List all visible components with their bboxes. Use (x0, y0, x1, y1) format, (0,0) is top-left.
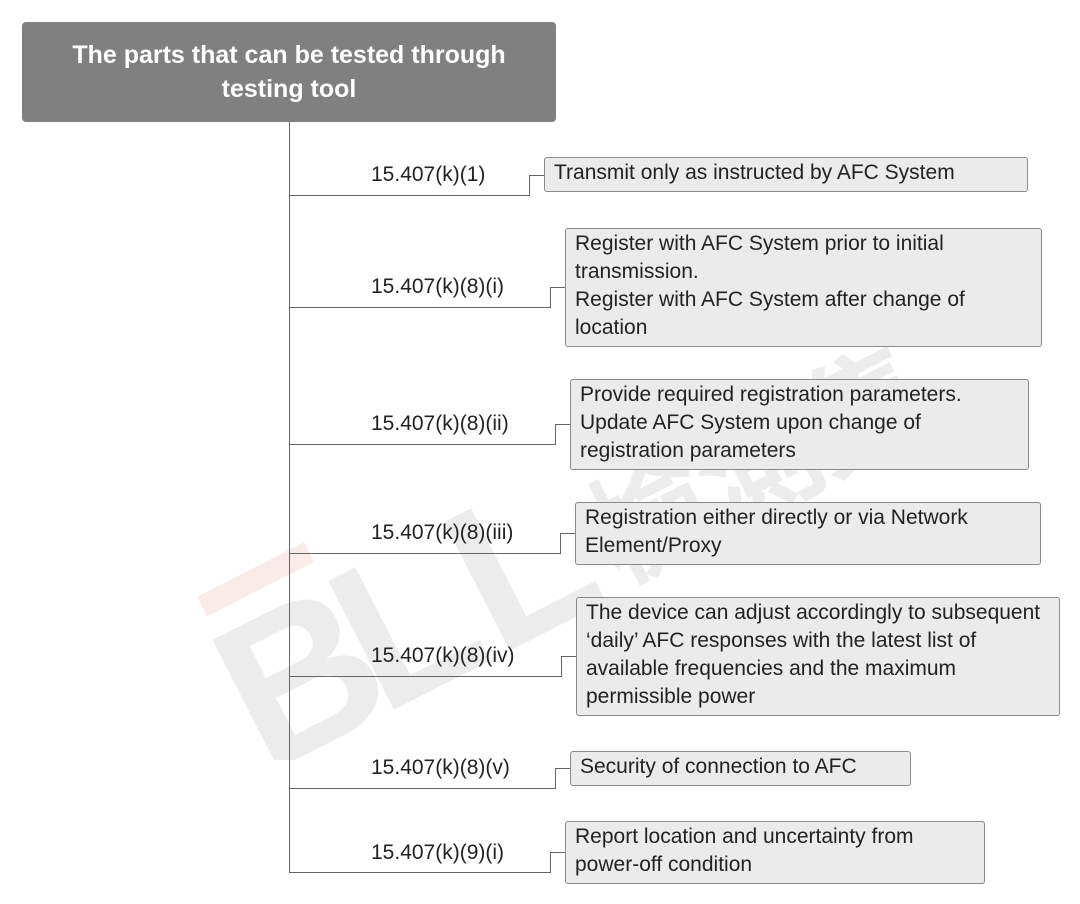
branch-line (289, 553, 561, 554)
branch-connector (529, 175, 530, 196)
branch-connector (555, 424, 556, 445)
branch-connector (550, 287, 565, 288)
branch-leaf: Security of connection to AFC (570, 751, 911, 786)
branch-code: 15.407(k)(8)(iv) (371, 644, 515, 667)
branch-leaf-text: Security of connection to AFC (580, 755, 857, 778)
branch-line (289, 676, 562, 677)
branch-connector (529, 175, 544, 176)
branch-leaf-text: Register with AFC System prior to initia… (575, 232, 965, 339)
branch-connector (560, 533, 575, 534)
branch-leaf: Register with AFC System prior to initia… (565, 228, 1042, 347)
branch-line (289, 444, 556, 445)
trunk-line (289, 122, 290, 873)
branch-leaf: Provide required registration parameters… (570, 379, 1029, 470)
branch-connector (555, 768, 556, 789)
branch-code: 15.407(k)(8)(i) (371, 275, 505, 298)
branch-code: 15.407(k)(9)(i) (371, 841, 505, 864)
branch-leaf-text: The device can adjust accordingly to sub… (586, 601, 1041, 708)
branch-leaf: Report location and uncertainty from pow… (565, 821, 985, 884)
branch-line (289, 307, 551, 308)
branch-leaf-text: Registration either directly or via Netw… (585, 506, 968, 557)
branch-line (289, 788, 556, 789)
root-title: The parts that can be tested through tes… (72, 41, 506, 103)
branch-leaf: The device can adjust accordingly to sub… (576, 597, 1060, 716)
branch-leaf: Registration either directly or via Netw… (575, 502, 1041, 565)
branch-connector (555, 768, 570, 769)
branch-code: 15.407(k)(8)(v) (371, 756, 510, 779)
branch-leaf-text: Provide required registration parameters… (580, 383, 962, 462)
branch-leaf-text: Transmit only as instructed by AFC Syste… (554, 161, 955, 184)
root-node: The parts that can be tested through tes… (22, 22, 556, 122)
branch-connector (550, 287, 551, 308)
branch-connector (561, 656, 576, 657)
branch-line (289, 195, 530, 196)
branch-connector (555, 424, 570, 425)
branch-connector (550, 852, 551, 873)
branch-line (289, 872, 551, 873)
branch-code: 15.407(k)(8)(ii) (371, 412, 509, 435)
branch-code: 15.407(k)(1) (371, 163, 486, 186)
branch-connector (560, 533, 561, 554)
branch-leaf: Transmit only as instructed by AFC Syste… (544, 157, 1028, 192)
branch-connector (550, 852, 565, 853)
branch-code: 15.407(k)(8)(iii) (371, 521, 514, 544)
branch-connector (561, 656, 562, 677)
branch-leaf-text: Report location and uncertainty from pow… (575, 825, 914, 876)
